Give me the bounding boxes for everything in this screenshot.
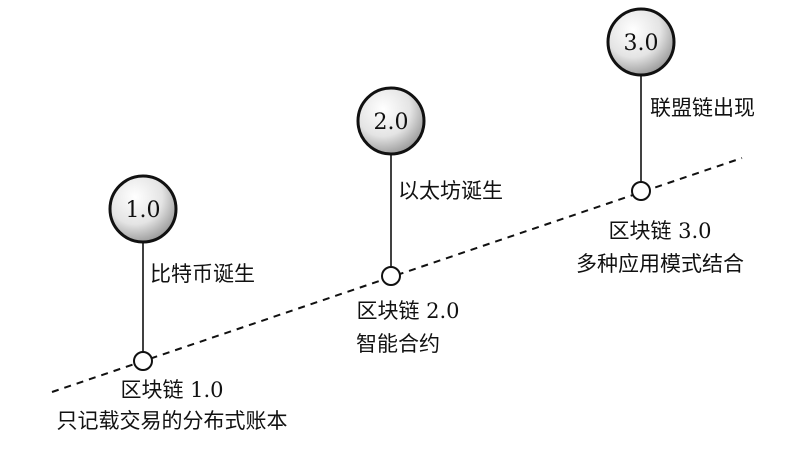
- milestone-2-version: 2.0: [374, 110, 409, 135]
- milestone-2-node: [381, 266, 401, 286]
- milestone-2-era-title: 区块链 2.0: [356, 299, 459, 323]
- milestone-2: 2.0 以太坊诞生 区块链 2.0 智能合约: [356, 86, 503, 356]
- milestone-1: 1.0 比特币诞生 区块链 1.0 只记载交易的分布式账本: [57, 174, 288, 433]
- milestone-1-node: [133, 351, 153, 371]
- milestone-3-node: [631, 181, 651, 201]
- milestone-3-era-desc: 多种应用模式结合: [576, 252, 744, 276]
- milestone-3: 3.0 联盟链出现 区块链 3.0 多种应用模式结合: [576, 7, 755, 276]
- milestone-3-era-title: 区块链 3.0: [608, 219, 711, 243]
- milestone-3-version-bubble: [606, 7, 676, 77]
- milestone-2-era-desc: 智能合约: [356, 332, 440, 356]
- milestone-1-version-bubble: [108, 174, 178, 244]
- milestone-1-event: 比特币诞生: [150, 262, 255, 286]
- milestone-1-era-desc: 只记载交易的分布式账本: [57, 409, 288, 433]
- milestone-2-version-bubble: [356, 86, 426, 156]
- milestone-3-version: 3.0: [624, 31, 659, 56]
- milestone-2-event: 以太坊诞生: [398, 179, 503, 203]
- milestone-1-version: 1.0: [126, 198, 161, 223]
- milestone-3-event: 联盟链出现: [650, 96, 755, 120]
- milestone-1-era-title: 区块链 1.0: [120, 378, 223, 402]
